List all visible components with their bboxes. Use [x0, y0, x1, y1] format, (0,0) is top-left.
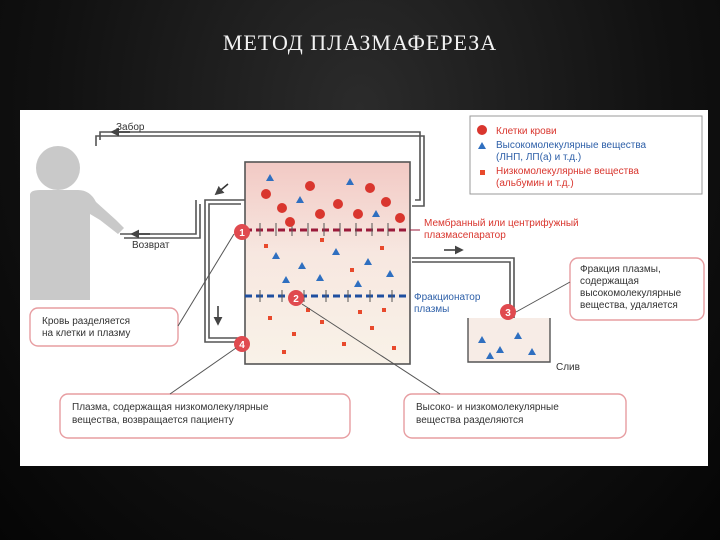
fractionator-label-1: Фракционатор	[414, 292, 481, 303]
blood-cell-icon	[477, 125, 487, 135]
svg-text:Кровь разделяется: Кровь разделяется	[42, 316, 130, 327]
diagram-panel: Забор Возврат	[20, 110, 708, 466]
membrane-label-2: плазмасепаратор	[424, 230, 506, 241]
low-molecular-particles	[264, 238, 396, 354]
slide-title: МЕТОД ПЛАЗМАФЕРЕЗА	[222, 30, 498, 55]
plasmapheresis-diagram: Забор Возврат	[29, 115, 705, 439]
callout-1-pointer	[177, 233, 235, 327]
svg-text:на клетки и плазму: на клетки и плазму	[42, 328, 130, 339]
patient-silhouette	[30, 146, 124, 300]
intake-label: Забор	[116, 121, 145, 133]
marker-3: 3	[500, 304, 516, 320]
svg-text:вещества, возвращается пациент: вещества, возвращается пациенту	[72, 415, 234, 426]
intake-tube	[99, 131, 421, 201]
legend-high-mol-1: Высокомолекулярные вещества	[496, 140, 647, 151]
drain-tube	[412, 257, 515, 318]
legend-box: Клетки крови Высокомолекулярные вещества…	[469, 115, 703, 195]
marker-4: 4	[234, 336, 250, 352]
callout-4-pointer	[169, 347, 237, 395]
legend-high-mol-2: (ЛНП, ЛП(а) и т.д.)	[496, 152, 581, 163]
svg-text:вещества разделяются: вещества разделяются	[416, 415, 523, 426]
low-molecular-icon	[480, 170, 485, 175]
svg-text:3: 3	[505, 308, 511, 319]
fractionator-filter-arrows	[259, 290, 393, 302]
separator-chamber	[244, 161, 411, 365]
inner-loop-tube	[204, 199, 245, 343]
callout-fraction-removed: Фракция плазмы, содержащая высокомолекул…	[569, 257, 705, 321]
drain-label: Слив	[556, 362, 580, 373]
svg-text:2: 2	[293, 294, 299, 305]
intake-tube-inner	[95, 135, 425, 207]
svg-text:4: 4	[239, 340, 245, 351]
blood-cells	[261, 181, 405, 227]
callout-2-pointer	[301, 303, 441, 395]
tubing-lines	[95, 131, 515, 343]
high-molecular-icon	[478, 142, 486, 149]
svg-text:Фракция плазмы,: Фракция плазмы,	[580, 264, 661, 275]
marker-2: 2	[288, 290, 304, 306]
svg-text:высокомолекулярные: высокомолекулярные	[580, 288, 682, 299]
svg-text:1: 1	[239, 228, 245, 239]
drain-tube-inner	[412, 261, 511, 318]
return-label: Возврат	[132, 240, 170, 251]
return-tube	[120, 200, 197, 235]
legend-low-mol-1: Низкомолекулярные вещества	[496, 166, 639, 177]
legend-low-mol-2: (альбумин и т.д.)	[496, 177, 574, 189]
drain-container	[467, 318, 551, 363]
callout-separated: Высоко- и низкомолекулярные вещества раз…	[403, 393, 627, 439]
membrane-label-1: Мембранный или центрифужный	[424, 217, 579, 229]
inner-loop-tube-inner	[208, 203, 241, 339]
high-molecular-particles	[266, 174, 394, 287]
svg-text:Высоко- и низкомолекулярные: Высоко- и низкомолекулярные	[416, 402, 559, 413]
return-tube-inner	[124, 204, 201, 239]
callout-blood-split: Кровь разделяется на клетки и плазму	[29, 307, 179, 347]
loop-arrow-icon	[214, 183, 229, 196]
legend-blood-cells: Клетки крови	[496, 126, 557, 137]
callout-plasma-returned: Плазма, содержащая низкомолекулярные вещ…	[59, 393, 351, 439]
svg-text:вещества, удаляется: вещества, удаляется	[580, 300, 678, 311]
callout-3-pointer	[515, 281, 571, 313]
marker-1: 1	[234, 224, 250, 240]
fractionator-label-2: плазмы	[414, 304, 449, 315]
svg-text:Плазма, содержащая низкомолеку: Плазма, содержащая низкомолекулярные	[72, 402, 269, 413]
drain-particles	[478, 332, 536, 359]
svg-text:содержащая: содержащая	[580, 276, 639, 287]
